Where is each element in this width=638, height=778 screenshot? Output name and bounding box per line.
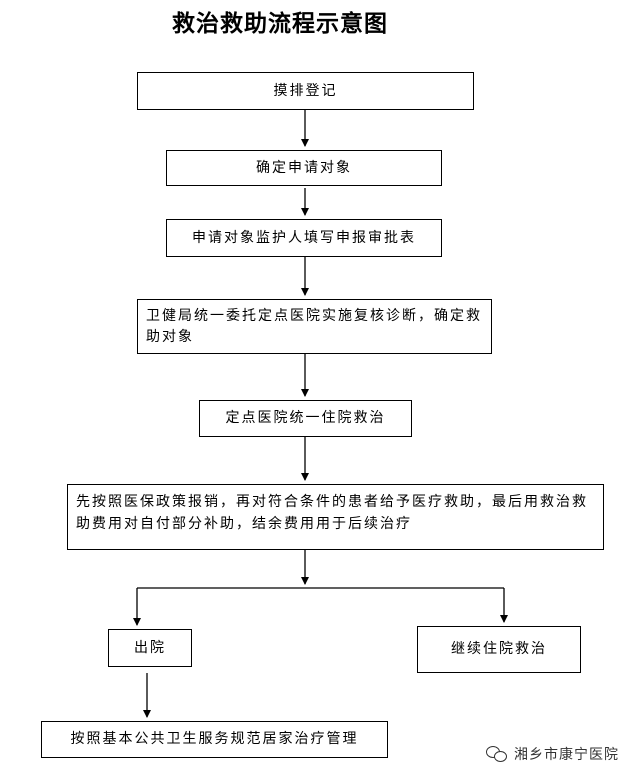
step-confirm-applicant: 确定申请对象	[166, 150, 442, 186]
step-review-diagnosis: 卫健局统一委托定点医院实施复核诊断，确定救助对象	[137, 299, 492, 354]
step-guardian-form: 申请对象监护人填写申报审批表	[166, 219, 442, 257]
watermark: 湘乡市康宁医院	[486, 742, 619, 766]
step-hospitalization: 定点医院统一住院救治	[199, 400, 412, 437]
watermark-text: 湘乡市康宁医院	[514, 747, 619, 763]
wechat-icon	[486, 745, 508, 763]
step-continue-hospitalization: 继续住院救治	[417, 626, 581, 673]
step-home-care: 按照基本公共卫生服务规范居家治疗管理	[41, 721, 388, 758]
diagram-title: 救治救助流程示意图	[172, 10, 388, 37]
step-discharge: 出院	[108, 629, 192, 667]
step-register: 摸排登记	[137, 72, 474, 110]
step-insurance-assistance: 先按照医保政策报销，再对符合条件的患者给予医疗救助，最后用救治救助费用对自付部分…	[67, 484, 604, 550]
